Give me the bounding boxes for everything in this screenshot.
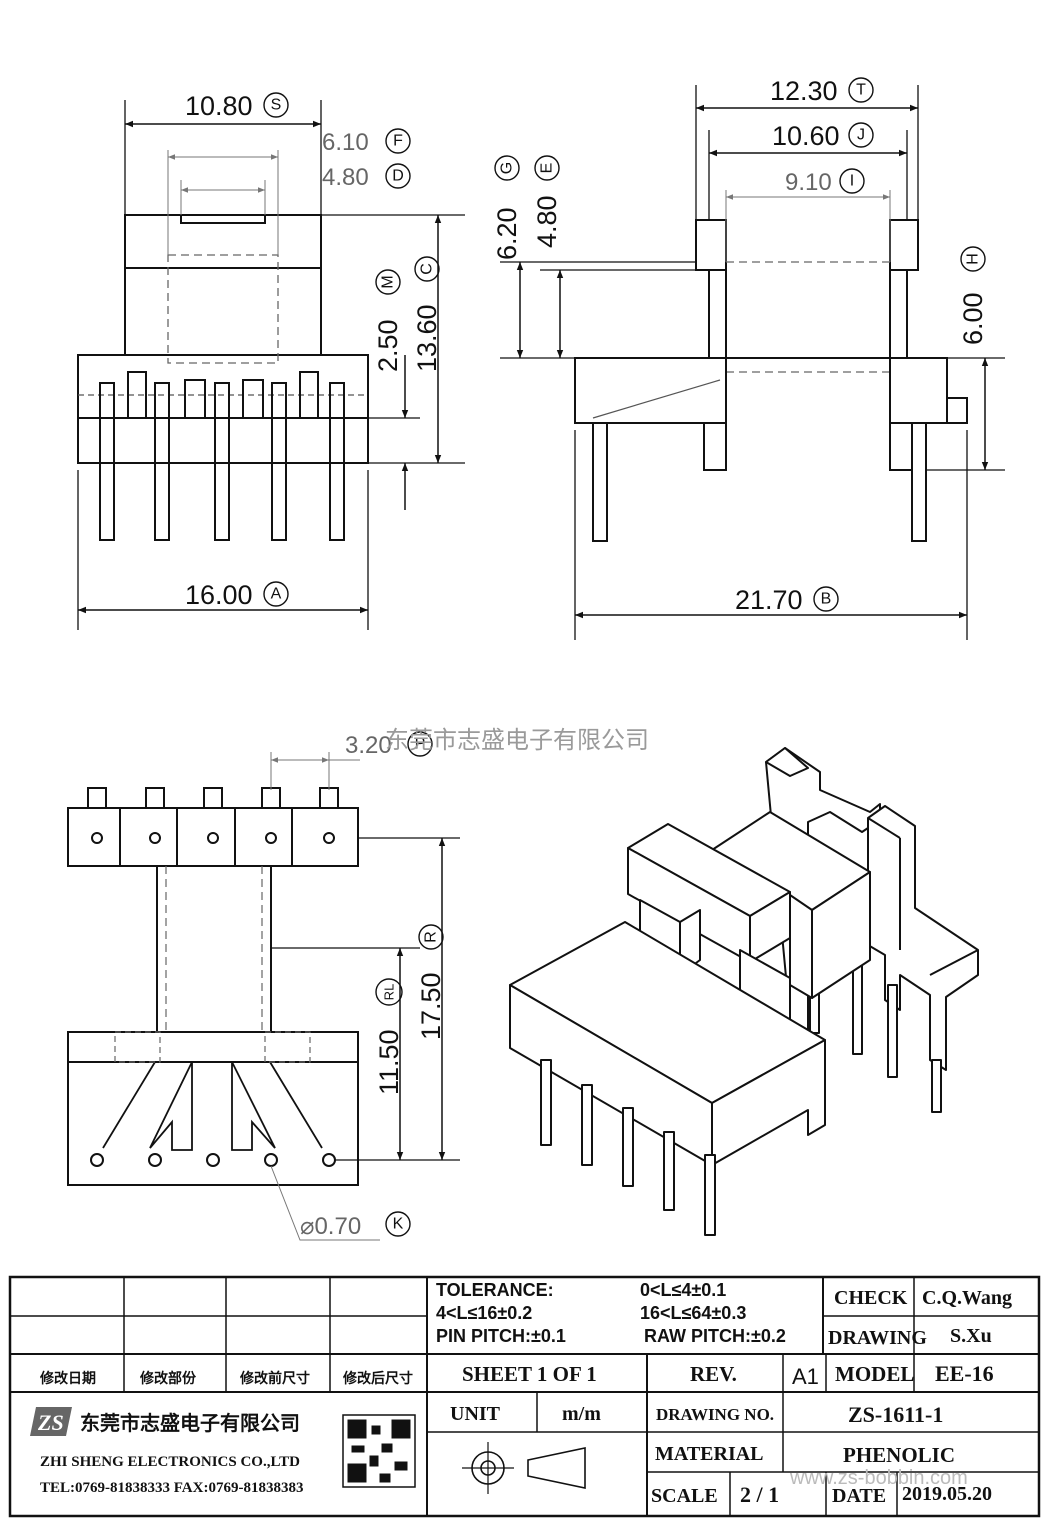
dim-d: 4.80 D — [322, 163, 411, 191]
material-label: MATERIAL — [655, 1443, 764, 1465]
material-value: PHENOLIC — [843, 1443, 955, 1467]
rev-label: REV. — [690, 1362, 737, 1386]
dim-t: 12.30 T — [770, 76, 874, 106]
dim-m: 2.50 M — [373, 269, 403, 372]
dim-i-value: 9.10 — [785, 169, 832, 196]
dim-t-value: 12.30 — [770, 76, 838, 106]
dim-f: 6.10 F — [322, 128, 411, 156]
dim-j-value: 10.60 — [772, 121, 840, 151]
drawing-value: S.Xu — [950, 1325, 992, 1347]
tolerance-label: TOLERANCE: — [436, 1280, 554, 1300]
rev-value: A1 — [792, 1364, 819, 1389]
rev-header-before: 修改前尺寸 — [239, 1370, 310, 1387]
dim-s-value: 10.80 — [185, 91, 253, 121]
dim-f-ref: F — [393, 133, 403, 150]
drawing-no-label: DRAWING NO. — [656, 1405, 774, 1424]
model-label: MODEL — [835, 1362, 914, 1386]
company-name-en: ZHI SHENG ELECTRONICS CO.,LTD — [40, 1454, 300, 1470]
dim-m-value: 2.50 — [373, 319, 403, 372]
company-logo: ZS — [37, 1410, 64, 1435]
side-view — [500, 85, 1005, 640]
dim-t-ref: T — [856, 82, 866, 99]
drawing-no-value: ZS-1611-1 — [848, 1402, 943, 1427]
dim-a-ref: A — [271, 586, 282, 603]
watermark-url: www.zs-bobbin.com — [789, 1467, 968, 1489]
raw-pitch: RAW PITCH:±0.2 — [644, 1326, 786, 1346]
dim-rl-value: 11.50 — [374, 1029, 404, 1095]
dim-c: 13.60 C — [412, 256, 442, 372]
unit-value: m/m — [562, 1403, 601, 1425]
dim-p-value: 3.20 — [345, 732, 392, 759]
dim-f-value: 6.10 — [322, 129, 369, 156]
dim-g-ref: G — [499, 162, 516, 174]
dim-b-value: 21.70 — [735, 585, 803, 615]
company-contact: TEL:0769-81838333 FAX:0769-81838383 — [40, 1480, 303, 1496]
dim-h: 6.00 H — [958, 246, 988, 345]
rev-header-after: 修改后尺寸 — [342, 1370, 413, 1387]
dim-j-ref: J — [857, 127, 865, 144]
date-label: DATE — [832, 1485, 886, 1507]
dim-b-ref: B — [821, 591, 832, 608]
company-name-cn: 东莞市志盛电子有限公司 — [80, 1411, 300, 1435]
dim-r: 17.50 R — [416, 924, 446, 1040]
dim-p: 3.20 P — [345, 731, 433, 759]
dim-c-ref: C — [419, 263, 436, 275]
scale-value: 2 / 1 — [740, 1482, 779, 1507]
date-value: 2019.05.20 — [902, 1483, 992, 1505]
dim-a-value: 16.00 — [185, 580, 253, 610]
rev-header-date: 修改日期 — [39, 1370, 96, 1387]
check-value: C.Q.Wang — [922, 1287, 1012, 1309]
dim-d-value: 4.80 — [322, 164, 369, 191]
dim-h-value: 6.00 — [958, 292, 988, 345]
rev-header-part: 修改部份 — [139, 1370, 197, 1387]
dim-rl: 11.50 RL — [374, 978, 404, 1095]
dim-g-value: 6.20 — [492, 207, 522, 260]
dim-m-ref: M — [380, 275, 397, 288]
dim-d-ref: D — [392, 168, 404, 185]
unit-label: UNIT — [450, 1403, 501, 1425]
sheet-info: SHEET 1 OF 1 — [462, 1362, 597, 1386]
dim-p-ref: P — [415, 736, 426, 753]
watermark-text: 东莞市志盛电子有限公司 — [385, 726, 649, 754]
drawing-label: DRAWING — [828, 1327, 927, 1349]
dim-e-value: 4.80 — [532, 195, 562, 248]
tolerance-2: 4<L≤16±0.2 — [436, 1303, 532, 1323]
dim-rl-ref: RL — [382, 984, 397, 1001]
dim-e: 4.80 E — [532, 155, 562, 248]
dim-k: ⌀0.70 K — [300, 1211, 411, 1240]
dim-j: 10.60 J — [772, 121, 874, 151]
dim-e-ref: E — [539, 163, 556, 174]
dim-c-value: 13.60 — [412, 304, 442, 372]
tolerance-1: 0<L≤4±0.1 — [640, 1280, 726, 1300]
dim-b: 21.70 B — [735, 585, 839, 615]
dim-k-ref: K — [393, 1216, 404, 1233]
scale-label: SCALE — [651, 1485, 718, 1507]
dim-i-ref: I — [850, 173, 854, 190]
bottom-view — [67, 752, 460, 1241]
dim-k-value: ⌀0.70 — [300, 1213, 361, 1240]
dim-h-ref: H — [965, 253, 982, 265]
dim-s-ref: S — [271, 97, 282, 114]
dim-s: 10.80 S — [185, 91, 289, 121]
dim-r-value: 17.50 — [416, 972, 446, 1040]
dim-a: 16.00 A — [185, 580, 289, 610]
isometric-view — [509, 747, 979, 1236]
title-block — [8, 1275, 1041, 1518]
model-value: EE-16 — [935, 1361, 994, 1386]
pin-pitch: PIN PITCH:±0.1 — [436, 1326, 566, 1346]
dim-g: 6.20 G — [492, 155, 522, 260]
check-label: CHECK — [834, 1287, 908, 1309]
tolerance-3: 16<L≤64±0.3 — [640, 1303, 746, 1323]
front-view — [77, 100, 465, 630]
dim-r-ref: R — [423, 931, 440, 943]
title-block-text: 修改日期 修改部份 修改前尺寸 修改后尺寸 TOLERANCE: 0<L≤4±0… — [37, 1280, 1012, 1507]
dim-i: 9.10 I — [785, 168, 865, 196]
